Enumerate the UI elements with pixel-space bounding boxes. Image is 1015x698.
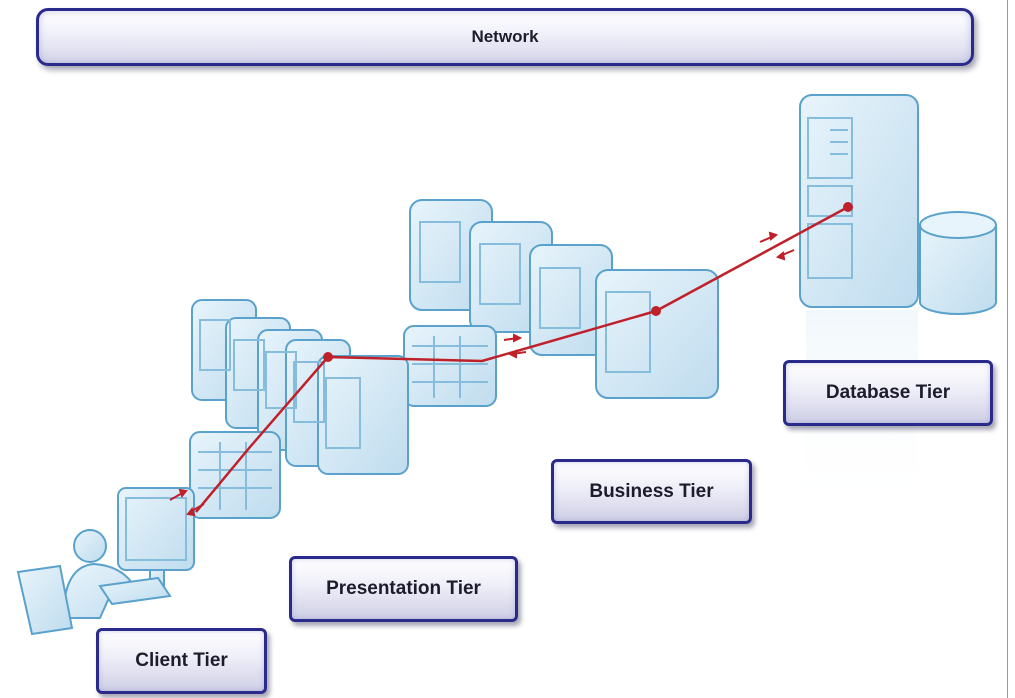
- presentation-firewall-icon: [189, 431, 281, 519]
- client-laptop-icon: [16, 564, 172, 636]
- presentation-server-rack-icon: [191, 299, 409, 475]
- business-tier-text: Business Tier: [589, 480, 714, 502]
- database-server-icon: [799, 94, 919, 520]
- business-server-rack-icon: [409, 199, 719, 399]
- frame-edge: [1007, 0, 1008, 698]
- client-tier-text: Client Tier: [135, 650, 228, 671]
- connection-path: [195, 202, 853, 513]
- data-flow-arrows: [169, 231, 795, 517]
- business-firewall-icon: [403, 325, 497, 407]
- client-monitor-icon: [117, 487, 195, 593]
- network-bar: Network: [36, 8, 974, 66]
- client-tier-label: Client Tier: [96, 628, 267, 694]
- database-tier-label: Database Tier: [783, 360, 993, 426]
- network-label: Network: [471, 27, 539, 46]
- business-tier-label: Business Tier: [551, 459, 752, 524]
- presentation-tier-text: Presentation Tier: [326, 578, 481, 599]
- database-tier-text: Database Tier: [825, 382, 951, 403]
- database-cylinder-icon: [919, 211, 997, 315]
- presentation-tier-label: Presentation Tier: [289, 556, 518, 622]
